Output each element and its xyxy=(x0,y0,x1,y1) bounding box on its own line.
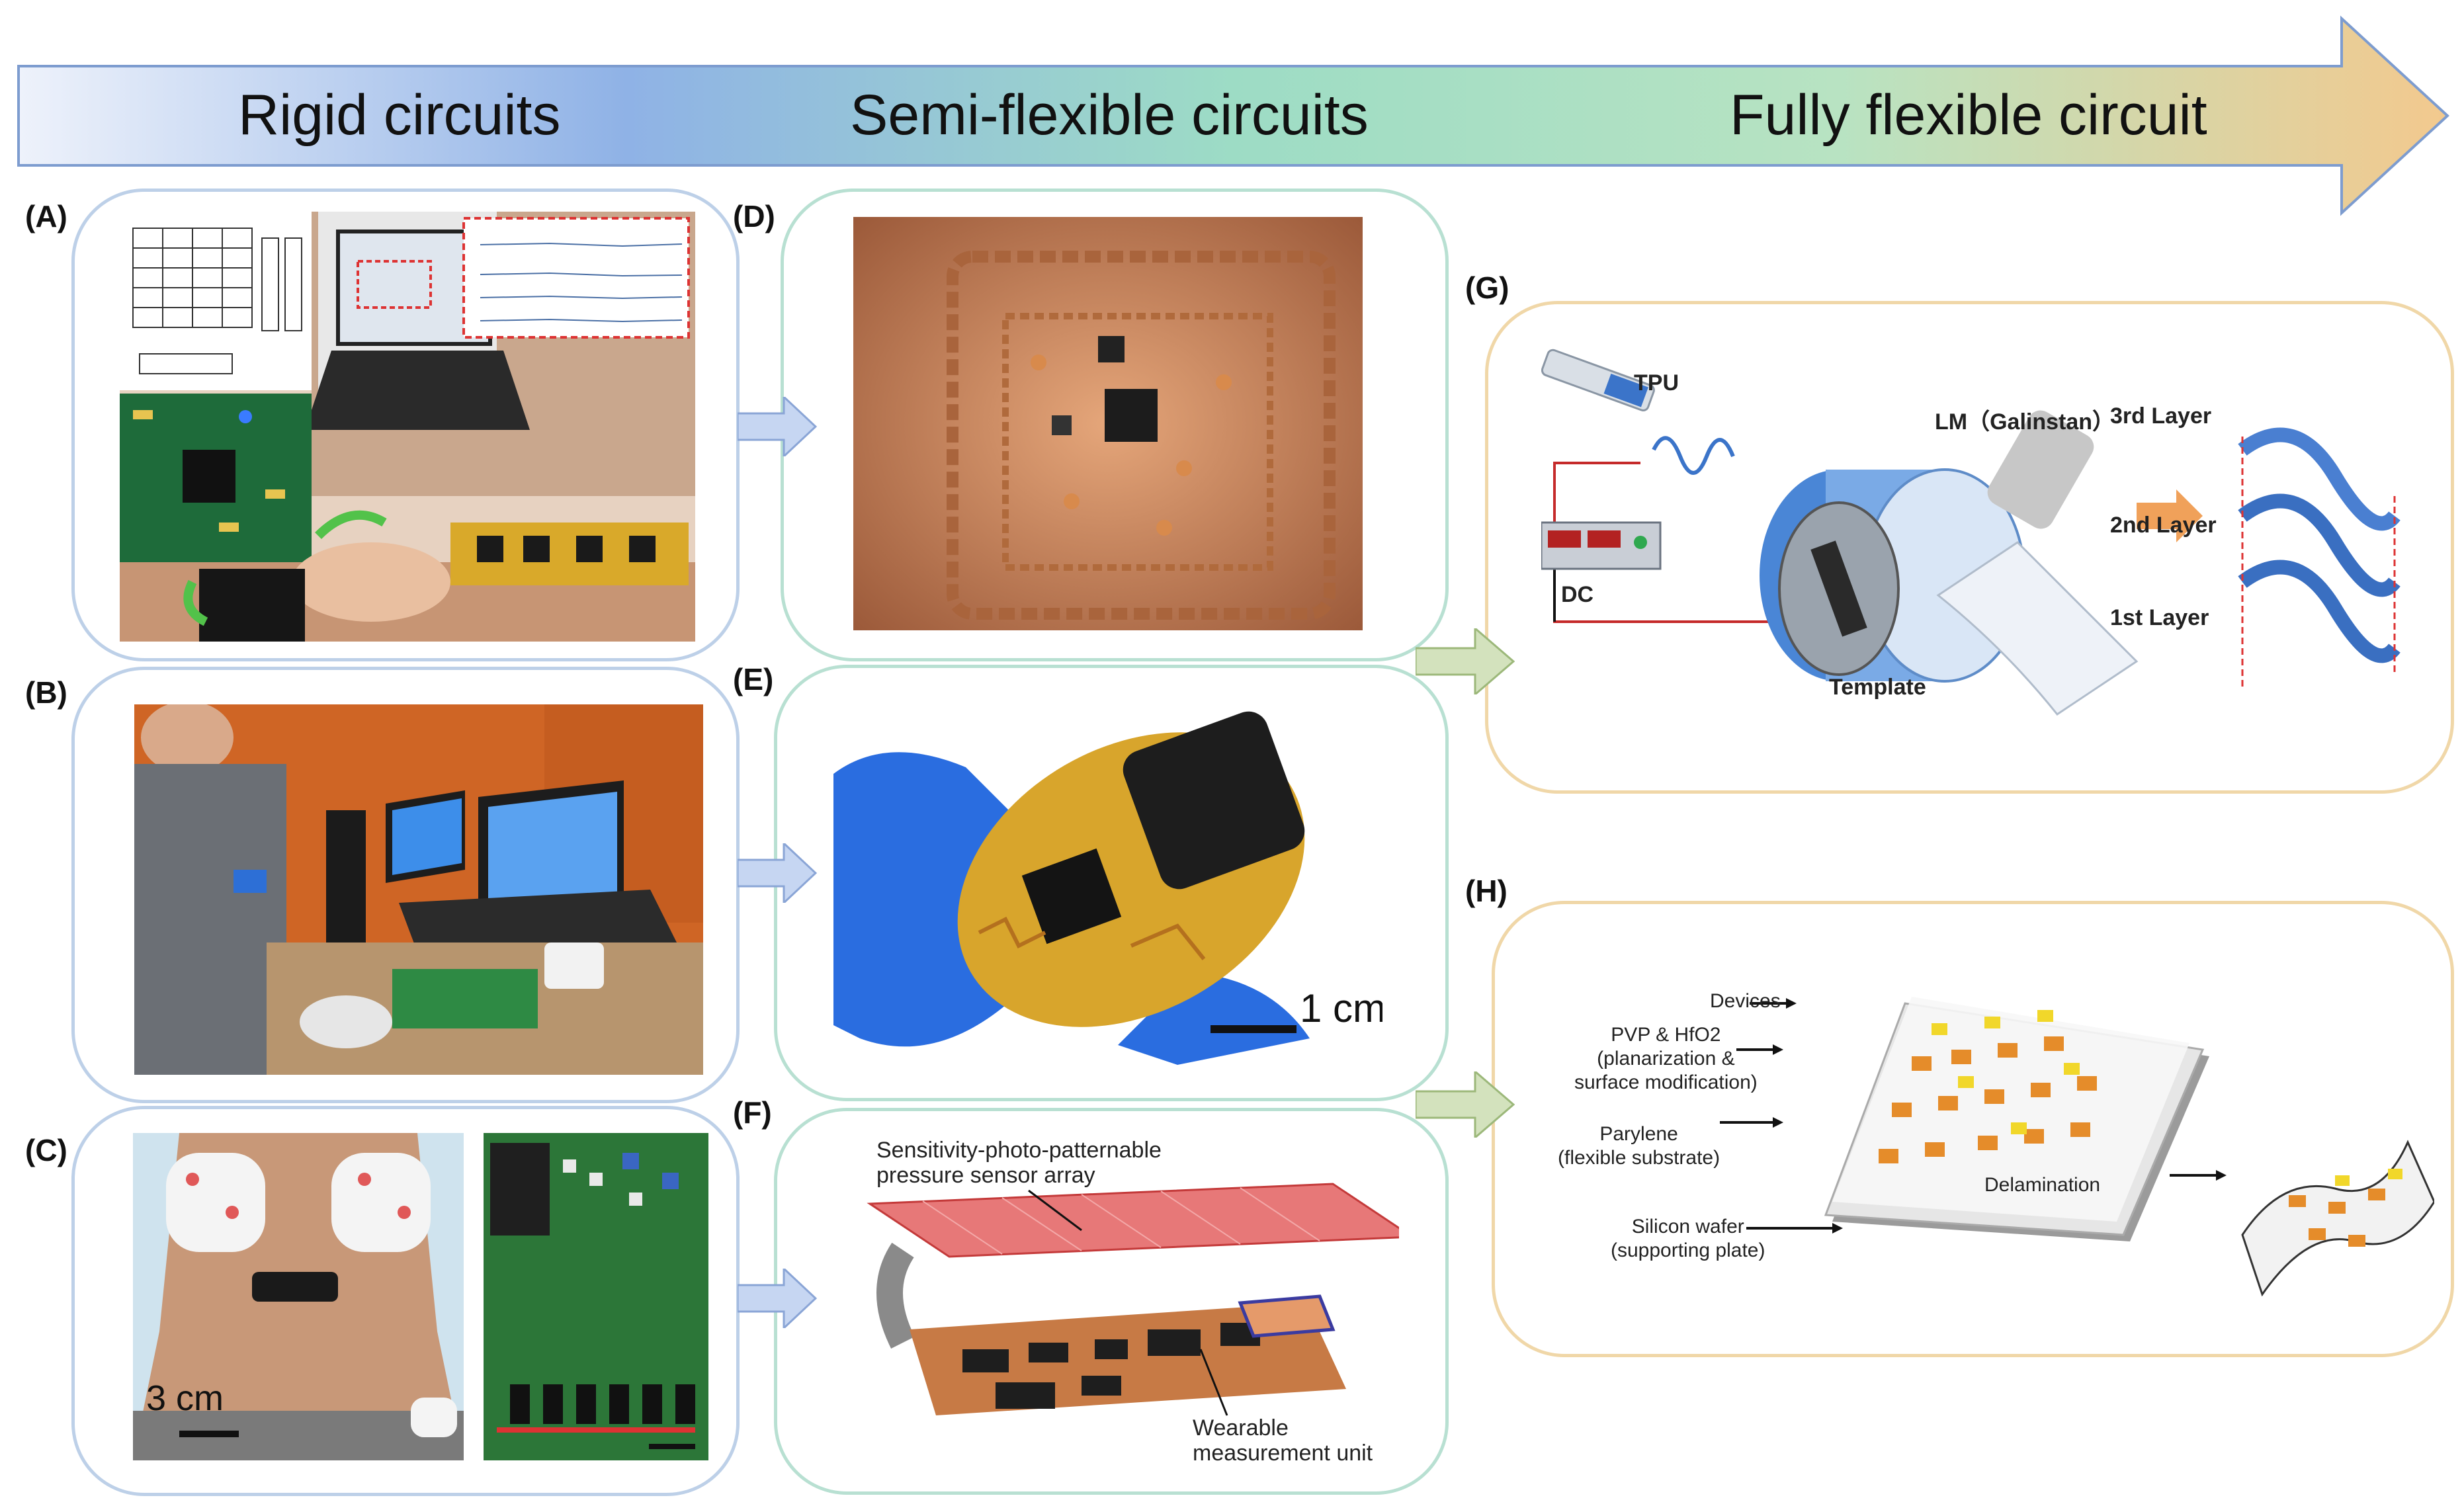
panel-c-board-photo xyxy=(484,1133,708,1460)
arrow-c-to-f xyxy=(738,1269,817,1328)
panel-a-photo xyxy=(120,212,695,642)
panel-c-neck-illustration xyxy=(133,1133,464,1460)
panel-c-scale-bar-label: 3 cm xyxy=(146,1378,224,1418)
panel-e-illustration xyxy=(833,711,1310,1065)
panel-h-label: (H) xyxy=(1465,874,1508,908)
stage-rigid-label: Rigid circuits xyxy=(238,83,561,147)
panel-b-label: (B) xyxy=(25,675,67,710)
panel-f-unit-label: Wearable measurement unit xyxy=(1193,1415,1373,1466)
panel-f: Sensitivity-photo-patternable pressure s… xyxy=(774,1108,1449,1495)
panel-d-photo xyxy=(853,217,1363,630)
panel-g-lm-label: LM（Galinstan） xyxy=(1935,409,2115,435)
panel-f-illustration xyxy=(867,1183,1399,1416)
panel-g-dc-label: DC xyxy=(1561,582,1594,607)
panel-g-layer3-label: 3rd Layer xyxy=(2110,403,2212,429)
panel-e-label: (E) xyxy=(733,662,774,696)
panel-f-label: (F) xyxy=(733,1095,772,1130)
panel-e-scale-bar-label: 1 cm xyxy=(1300,986,1382,1030)
stage-fully-flexible-label: Fully flexible circuit xyxy=(1730,83,2207,147)
panel-c-label: (C) xyxy=(25,1133,67,1167)
panel-h-silicon-label: Silicon wafer (supporting plate) xyxy=(1611,1216,1765,1261)
panel-a xyxy=(71,188,740,661)
arrow-b-to-e xyxy=(738,843,817,903)
stage-semi-flexible-label: Semi-flexible circuits xyxy=(850,83,1369,147)
panel-g-label: (G) xyxy=(1465,271,1509,305)
panel-d xyxy=(781,188,1449,661)
panel-f-sensor-label: Sensitivity-photo-patternable pressure s… xyxy=(876,1138,1162,1188)
panel-g-layer1-label: 1st Layer xyxy=(2110,605,2209,630)
panel-g-template-label: Template xyxy=(1829,675,1926,700)
panel-a-label: (A) xyxy=(25,199,67,233)
panel-c-neck-photo: 3 cm xyxy=(133,1133,464,1460)
arrow-d-to-g xyxy=(1416,628,1515,694)
panel-b-photo xyxy=(134,704,703,1075)
panel-h-pvp-label: PVP & HfO2 (planarization & surface modi… xyxy=(1574,1024,1758,1093)
panel-g-tpu-label: TPU xyxy=(1634,370,1679,396)
panel-e: 1 cm xyxy=(774,665,1449,1101)
panel-g-illustration xyxy=(1541,349,2400,716)
panel-h-delamination-label: Delamination xyxy=(1984,1174,2101,1196)
panel-g-layer2-label: 2nd Layer xyxy=(2110,513,2217,538)
panel-h-illustration xyxy=(1720,997,2434,1297)
panel-b xyxy=(71,667,740,1103)
panel-h-parylene-label: Parylene (flexible substrate) xyxy=(1558,1123,1721,1169)
panel-e-photo: 1 cm xyxy=(833,694,1382,1065)
panel-h-devices-label: Devices xyxy=(1710,990,1781,1012)
panel-d-illustration xyxy=(853,217,1363,630)
panel-c: 3 cm xyxy=(71,1106,740,1496)
panel-d-label: (D) xyxy=(733,199,775,233)
stage-progression-arrow xyxy=(17,15,2449,216)
arrow-a-to-d xyxy=(738,397,817,456)
panel-c-board-illustration xyxy=(484,1133,708,1460)
panel-a-illustration xyxy=(120,212,695,642)
panel-h: Devices PVP & HfO2 (planarization & surf… xyxy=(1492,901,2454,1357)
arrow-e-to-h xyxy=(1416,1071,1515,1138)
panel-g: TPU LM（Galinstan） DC Template 3rd Layer … xyxy=(1485,301,2454,794)
panel-b-illustration xyxy=(134,704,703,1075)
